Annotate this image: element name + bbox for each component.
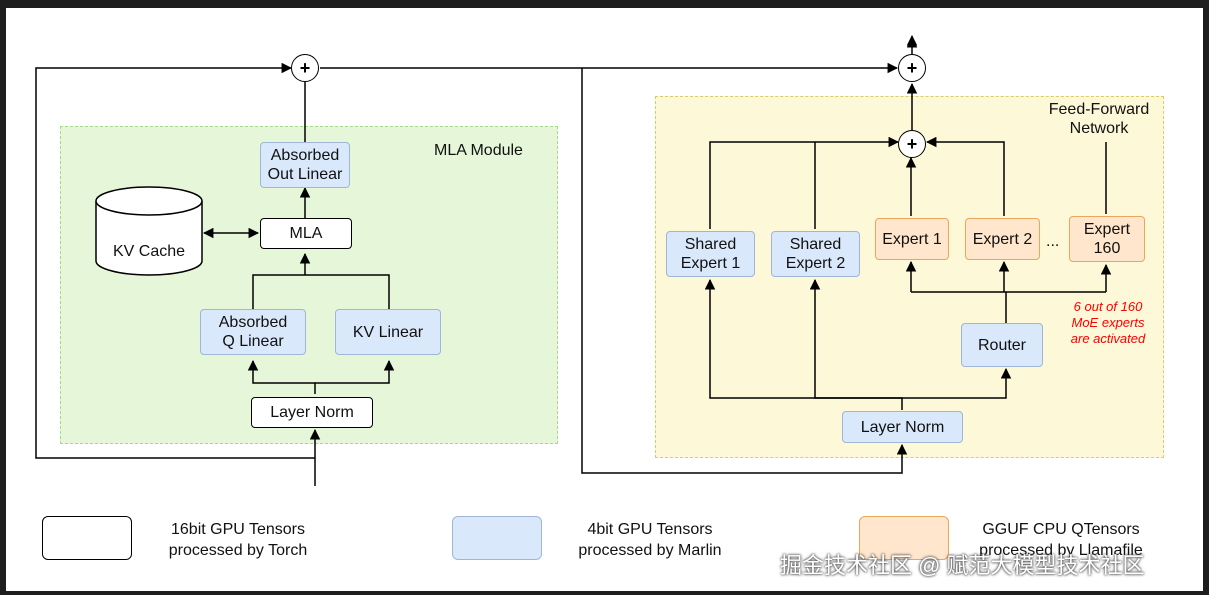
absorbed-out-linear-box: Absorbed Out Linear [260,142,350,188]
router-box: Router [961,323,1043,367]
expert-1-box: Expert 1 [875,218,949,260]
ffn-layer-norm-box: Layer Norm [842,411,963,443]
expert-2-box: Expert 2 [965,218,1040,260]
kv-linear-box: KV Linear [335,309,441,355]
watermark-text: 掘金技术社区 @ 赋范大模型技术社区 [780,553,1145,578]
legend-text-16bit-gpu: 16bit GPU Tensors processed by Torch [168,521,308,559]
residual-add-top-left: + [291,54,319,82]
shared-expert-1-box: Shared Expert 1 [666,231,755,277]
connector-lines [35,34,1112,486]
shared-expert-2-box: Shared Expert 2 [771,231,860,277]
mla-box: MLA [260,218,352,249]
legend-swatch-gguf-cpu [859,516,949,560]
absorbed-q-linear-box: Absorbed Q Linear [200,309,306,355]
mla-module-label: MLA Module [434,142,523,159]
expert-160-box: Expert 160 [1069,216,1145,262]
experts-ellipsis: ... [1046,233,1060,250]
kv-cache-cylinder-icon [95,186,203,276]
legend-text-gguf-cpu: GGUF CPU QTensors processed by Llamafile [979,521,1143,559]
legend-swatch-4bit-gpu [452,516,542,560]
kv-cache-label: KV Cache [112,243,186,260]
residual-add-top-right: + [898,54,926,82]
mla-layer-norm-box: Layer Norm [251,397,373,428]
diagram-canvas: MLA Module Feed-Forward Network + + + Ab… [6,8,1203,591]
legend-swatch-16bit-gpu [42,516,132,560]
ffn-sum-node: + [898,130,926,158]
ffn-label: Feed-Forward Network [1048,101,1150,137]
moe-activation-note: 6 out of 160 MoE experts are activated [1070,299,1146,346]
legend-text-4bit-gpu: 4bit GPU Tensors processed by Marlin [578,521,722,559]
